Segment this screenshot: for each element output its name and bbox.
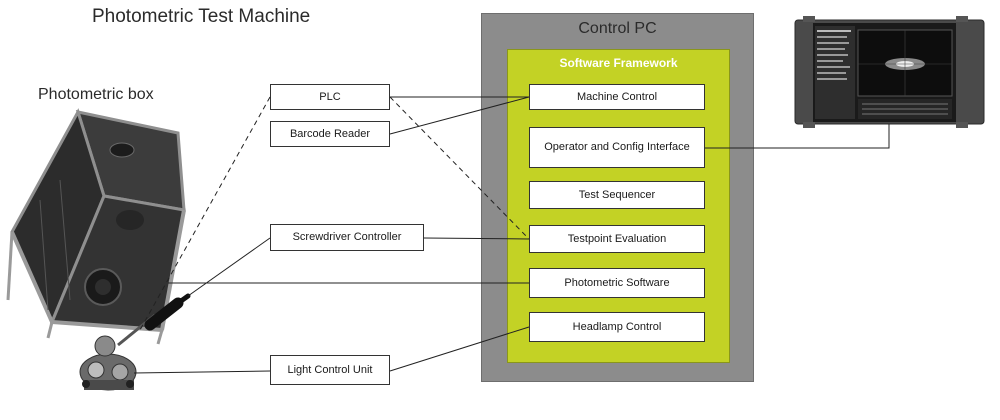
module-photometric-software: Photometric Software xyxy=(529,268,705,298)
photometric-box-illustration xyxy=(6,108,186,345)
headlamp-illustration xyxy=(79,335,137,391)
diagram-title: Photometric Test Machine xyxy=(92,6,311,27)
photometric-box-label: Photometric box xyxy=(38,86,154,103)
module-headlamp-control: Headlamp Control xyxy=(529,312,705,342)
control-pc-title: Control PC xyxy=(578,20,657,37)
module-testpoint-evaluation: Testpoint Evaluation xyxy=(529,225,705,253)
plc-dashed-links xyxy=(139,96,530,331)
module-test-sequencer: Test Sequencer xyxy=(529,181,705,209)
device-light-control-unit: Light Control Unit xyxy=(270,355,390,385)
module-operator-config-interface: Operator and Config Interface xyxy=(529,127,705,168)
screwdriver-illustration xyxy=(117,293,191,347)
module-machine-control: Machine Control xyxy=(529,84,705,110)
monitor-illustration xyxy=(794,16,985,128)
connection-lines xyxy=(133,96,890,374)
device-plc: PLC xyxy=(270,84,390,110)
device-screwdriver-controller: Screwdriver Controller xyxy=(270,224,424,251)
device-barcode-reader: Barcode Reader xyxy=(270,121,390,147)
software-framework-title: Software Framework xyxy=(559,56,678,70)
